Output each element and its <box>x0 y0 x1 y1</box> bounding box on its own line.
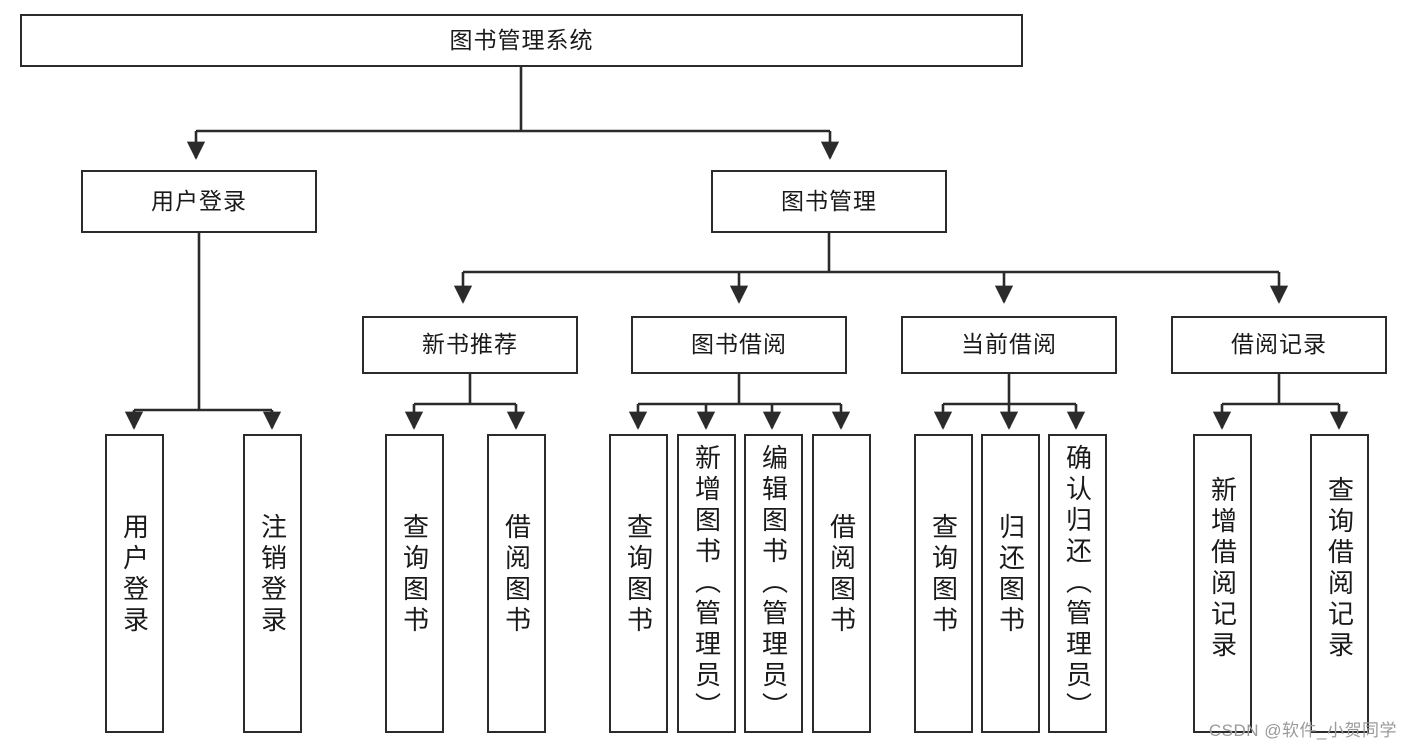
leaf-borrow-book-1[interactable]: 借阅图书 <box>487 434 546 733</box>
leaf-add-record[interactable]: 新增借阅记录 <box>1193 434 1252 733</box>
leaf-logout-login-label: 注销登录 <box>257 513 288 637</box>
node-root[interactable]: 图书管理系统 <box>20 14 1023 67</box>
leaf-query-book-2-label: 查询图书 <box>623 513 654 637</box>
leaf-user-login-label: 用户登录 <box>119 513 150 637</box>
leaf-confirm-return[interactable]: 确认归还（管理员） <box>1048 434 1107 733</box>
node-current-borrow-label: 当前借阅 <box>961 331 1057 358</box>
node-root-label: 图书管理系统 <box>449 26 594 53</box>
leaf-return-book-label: 归还图书 <box>995 513 1026 637</box>
leaf-add-record-label: 新增借阅记录 <box>1207 476 1238 662</box>
leaf-confirm-return-label: 确认归还（管理员） <box>1062 444 1093 723</box>
node-user-login-label: 用户登录 <box>151 187 247 214</box>
leaf-return-book[interactable]: 归还图书 <box>981 434 1040 733</box>
leaf-borrow-book-2-label: 借阅图书 <box>826 513 857 637</box>
leaf-borrow-book-2[interactable]: 借阅图书 <box>812 434 871 733</box>
leaf-query-book-3-label: 查询图书 <box>928 513 959 637</box>
leaf-logout-login[interactable]: 注销登录 <box>243 434 302 733</box>
leaf-query-book-2[interactable]: 查询图书 <box>609 434 668 733</box>
leaf-add-book-label: 新增图书（管理员） <box>691 444 722 723</box>
node-borrow-record-label: 借阅记录 <box>1231 331 1327 358</box>
leaf-user-login[interactable]: 用户登录 <box>105 434 164 733</box>
leaf-query-record[interactable]: 查询借阅记录 <box>1310 434 1369 733</box>
node-current-borrow[interactable]: 当前借阅 <box>901 316 1117 374</box>
csdn-watermark: CSDN @软件_小贺同学 <box>1208 721 1397 740</box>
leaf-query-record-label: 查询借阅记录 <box>1324 476 1355 662</box>
leaf-query-book-3[interactable]: 查询图书 <box>914 434 973 733</box>
node-new-book-recommend-label: 新书推荐 <box>422 331 518 358</box>
node-book-borrow[interactable]: 图书借阅 <box>631 316 847 374</box>
node-new-book-recommend[interactable]: 新书推荐 <box>362 316 578 374</box>
leaf-add-book[interactable]: 新增图书（管理员） <box>677 434 736 733</box>
leaf-edit-book[interactable]: 编辑图书（管理员） <box>744 434 803 733</box>
leaf-borrow-book-1-label: 借阅图书 <box>501 513 532 637</box>
node-user-login[interactable]: 用户登录 <box>81 170 317 233</box>
leaf-edit-book-label: 编辑图书（管理员） <box>758 444 789 723</box>
node-borrow-record[interactable]: 借阅记录 <box>1171 316 1387 374</box>
node-book-management[interactable]: 图书管理 <box>711 170 947 233</box>
node-book-borrow-label: 图书借阅 <box>691 331 787 358</box>
leaf-query-book-1-label: 查询图书 <box>399 513 430 637</box>
leaf-query-book-1[interactable]: 查询图书 <box>385 434 444 733</box>
node-book-management-label: 图书管理 <box>781 187 877 214</box>
